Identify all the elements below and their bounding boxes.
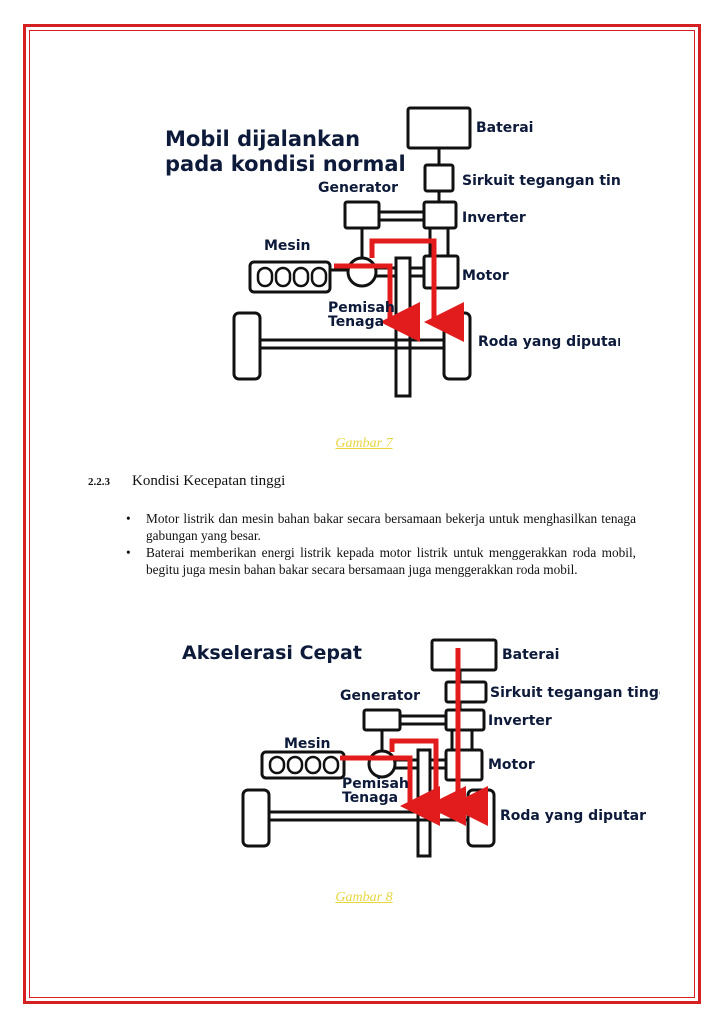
right-wheel xyxy=(442,311,472,381)
fig7-label-pemisah1: Pemisah xyxy=(328,300,395,316)
red-flow-arrow-generator xyxy=(369,238,464,342)
figure-7-caption: Gambar 7 xyxy=(335,436,393,451)
figure-7-diagram: Mobil dijalankan pada kondisi normal xyxy=(150,100,620,400)
figure-8-diagram: Akselerasi Cepat xyxy=(170,630,660,862)
section-title: Kondisi Kecepatan tinggi xyxy=(132,473,286,489)
drive-shaft xyxy=(416,748,432,858)
fig8-label-sirkuit: Sirkuit tegangan tinggi xyxy=(490,685,660,701)
motor-box xyxy=(422,254,460,290)
section-heading: 2.2.3 Kondisi Kecepatan tinggi xyxy=(88,473,285,490)
list-item: • Motor listrik dan mesin bahan bakar sec… xyxy=(124,510,636,544)
generator-box xyxy=(362,708,402,732)
fig7-label-inverter: Inverter xyxy=(462,210,526,226)
fig7-label-baterai: Baterai xyxy=(476,120,533,136)
red-flow-arrow-generator xyxy=(389,738,466,826)
fig8-label-mesin: Mesin xyxy=(284,736,331,752)
section-number: 2.2.3 xyxy=(88,476,110,488)
fig8-label-inverter: Inverter xyxy=(488,713,552,729)
fig8-label-generator: Generator xyxy=(340,688,420,704)
fig8-label-baterai: Baterai xyxy=(502,647,559,663)
list-item: • Baterai memberikan energi listrik kepad… xyxy=(124,544,636,578)
bullet-text: Baterai memberikan energi listrik kepada… xyxy=(146,545,636,577)
motor-box xyxy=(444,748,484,782)
fig7-title-line1: Mobil dijalankan xyxy=(165,127,360,151)
page-border-outer xyxy=(23,24,701,1004)
fig8-label-motor: Motor xyxy=(488,757,535,773)
left-wheel xyxy=(241,788,271,848)
inverter-box xyxy=(444,708,486,732)
inverter-box xyxy=(422,200,458,230)
fig8-label-pemisah1: Pemisah xyxy=(342,776,409,792)
fig8-label-pemisah2: Tenaga xyxy=(342,790,398,806)
bullet-list: • Motor listrik dan mesin bahan bakar sec… xyxy=(124,510,636,578)
generator-box xyxy=(343,200,381,230)
fig8-title: Akselerasi Cepat xyxy=(182,642,362,664)
battery-box xyxy=(430,638,498,672)
fig7-label-motor: Motor xyxy=(462,268,509,284)
red-flow-arrow-engine xyxy=(340,755,440,826)
left-wheel xyxy=(232,311,262,381)
fig8-label-roda: Roda yang diputar xyxy=(500,808,646,824)
fig7-label-roda: Roda yang diputar xyxy=(478,334,620,350)
power-split-circle xyxy=(346,256,378,288)
battery-box xyxy=(406,106,472,150)
fig7-label-sirkuit: Sirkuit tegangan tinggi xyxy=(462,173,620,189)
power-split-circle xyxy=(367,749,397,779)
right-wheel xyxy=(466,788,496,848)
bullet-dot-icon: • xyxy=(126,511,131,526)
fig7-label-generator: Generator xyxy=(318,180,398,196)
circuit-box xyxy=(423,163,455,193)
red-flow-arrow-engine xyxy=(334,263,420,342)
fig7-label-mesin: Mesin xyxy=(264,238,311,254)
bullet-text: Motor listrik dan mesin bahan bakar seca… xyxy=(146,511,636,543)
page-border-inner xyxy=(29,30,695,998)
figure-8-caption: Gambar 8 xyxy=(335,890,393,905)
drive-shaft xyxy=(394,256,412,398)
fig7-title-line2: pada kondisi normal xyxy=(165,152,406,176)
circuit-box xyxy=(444,680,488,704)
fig7-label-pemisah2: Tenaga xyxy=(328,314,384,330)
bullet-dot-icon: • xyxy=(126,545,131,560)
